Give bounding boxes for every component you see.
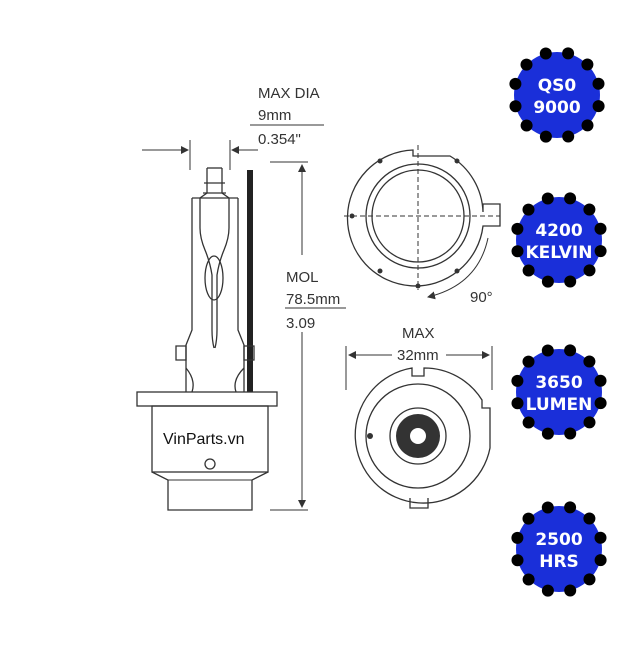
badge-dot — [592, 100, 605, 113]
badge-dot — [511, 245, 524, 258]
badge-dot — [522, 512, 535, 525]
badge-dot — [564, 192, 577, 205]
badge-dot — [539, 47, 552, 60]
badge-dot — [564, 584, 577, 597]
mol-mm: 78.5mm — [286, 291, 340, 308]
badge-dot — [564, 501, 577, 514]
badge-dot — [511, 531, 524, 544]
watermark: VinParts.vn — [163, 431, 245, 448]
bulb-bottom-view: MAX 32mm — [345, 325, 493, 509]
badge-value: 2500 — [535, 530, 582, 550]
badge-dot — [522, 264, 535, 277]
badge-dot — [581, 58, 594, 71]
badge-dot — [594, 397, 607, 410]
badge-dot — [594, 374, 607, 387]
badge-unit: 9000 — [533, 98, 580, 118]
max-dia-label: MAX DIA — [258, 85, 320, 102]
badge-dot — [541, 192, 554, 205]
badge-dot — [583, 203, 596, 216]
badge-dot — [583, 264, 596, 277]
badge-dot — [520, 119, 533, 132]
badge-dot — [509, 100, 522, 113]
badge-value: QS0 — [538, 76, 577, 96]
badge-dot — [541, 584, 554, 597]
badge-dot — [594, 222, 607, 235]
badge-dot — [583, 416, 596, 429]
badge-circle — [516, 506, 602, 592]
mol-inch: 3.09 — [286, 315, 315, 332]
badge-dot — [562, 47, 575, 60]
badge-dot — [594, 554, 607, 567]
badge-dot — [564, 275, 577, 288]
max-label: MAX — [402, 325, 435, 342]
bulb-side-view: MAX DIA 9mm 0.354" VinParts.vn — [136, 85, 346, 511]
badge-dot — [522, 355, 535, 368]
badge-dot — [539, 130, 552, 143]
badge-unit: LUMEN — [526, 395, 593, 415]
badge-unit: KELVIN — [526, 243, 593, 263]
badge-dot — [541, 344, 554, 357]
badge-dot — [564, 344, 577, 357]
max-width: 32mm — [397, 347, 439, 364]
badge-dot — [583, 573, 596, 586]
badge-dot — [511, 554, 524, 567]
badge-dot — [541, 427, 554, 440]
badge-value: 3650 — [535, 373, 582, 393]
badge-dot — [541, 501, 554, 514]
badge-dot — [522, 416, 535, 429]
bulb-top-view: 90° — [344, 145, 501, 306]
max-dia-mm: 9mm — [258, 107, 291, 124]
badge-circle — [514, 52, 600, 138]
badge-dot — [594, 531, 607, 544]
badge-circle — [516, 197, 602, 283]
badge-dot — [594, 245, 607, 258]
badge-dot — [541, 275, 554, 288]
badge-dot — [520, 58, 533, 71]
badge-circle — [516, 349, 602, 435]
badge-value: 4200 — [535, 221, 582, 241]
badge-unit: HRS — [539, 552, 579, 572]
badge-dot — [583, 355, 596, 368]
badge-dot — [564, 427, 577, 440]
mol-label: MOL — [286, 269, 319, 286]
badge-dot — [562, 130, 575, 143]
badge-dot — [581, 119, 594, 132]
badge-dot — [511, 374, 524, 387]
max-dia-inch: 0.354" — [258, 131, 301, 148]
badge-dot — [509, 77, 522, 90]
rotation-angle: 90° — [470, 289, 493, 306]
badge-dot — [511, 222, 524, 235]
badge-dot — [522, 573, 535, 586]
badge-dot — [592, 77, 605, 90]
badge-dot — [522, 203, 535, 216]
badge-dot — [583, 512, 596, 525]
badge-dot — [511, 397, 524, 410]
